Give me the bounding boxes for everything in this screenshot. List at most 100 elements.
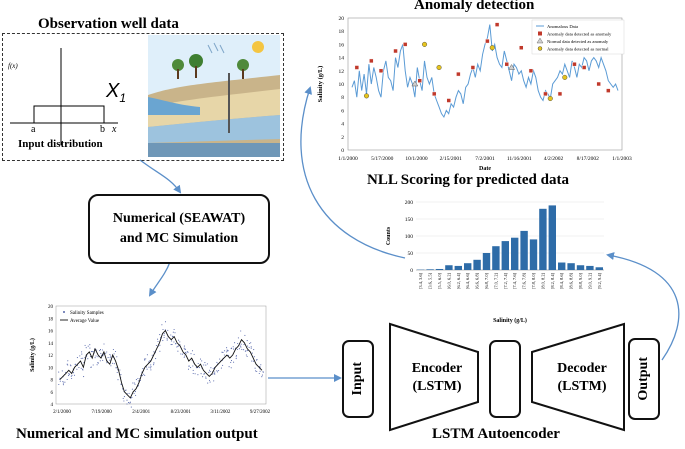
salinity-sample-point	[251, 352, 253, 354]
salinity-sample-point	[187, 368, 190, 370]
salinity-sample-point	[259, 365, 261, 368]
histogram-bar	[454, 265, 462, 270]
anomaly-detected-marker	[528, 68, 534, 74]
salinity-sample-point	[70, 365, 72, 367]
x-tick-label: [7.2, 7.4]	[503, 272, 509, 289]
salinity-sample-point	[226, 350, 229, 352]
salinity-sample-point	[243, 344, 245, 346]
salinity-sample-point	[200, 373, 202, 375]
y-tick-label: 0	[341, 148, 344, 154]
salinity-sample-point	[190, 367, 192, 369]
x-tick-label: 9/27/2002	[250, 410, 271, 415]
salinity-sample-point	[67, 360, 69, 362]
salinity-sample-point	[218, 369, 220, 372]
salinity-sample-point	[250, 347, 252, 349]
salinity-sample-point	[195, 366, 197, 368]
arrow-histogram-to-anomaly	[300, 86, 406, 259]
salinity-sample-point	[155, 344, 157, 347]
salinity-sample-point	[127, 402, 130, 404]
salinity-sample-point	[64, 381, 66, 383]
salinity-sample-point	[175, 343, 177, 345]
arrow-simulation-to-output	[148, 261, 171, 297]
histogram-bar	[426, 269, 434, 270]
salinity-sample-point	[111, 362, 114, 364]
salinity-sample-point	[190, 353, 192, 355]
salinity-sample-point	[198, 367, 200, 369]
latent-box	[489, 340, 521, 418]
salinity-sample-point	[247, 345, 249, 347]
histogram-bar	[548, 205, 556, 270]
salinity-sample-point	[66, 363, 68, 365]
encoder-trapezoid	[389, 322, 479, 432]
y-tick-label: 12	[48, 354, 54, 359]
salinity-sample-point	[226, 349, 228, 351]
salinity-sample-point	[78, 367, 80, 369]
x-tick-label: 2/4/2001	[132, 410, 150, 415]
input-label: Input	[350, 362, 365, 396]
salinity-sample-point	[216, 370, 218, 372]
simulation-box-line2: and MC Simulation	[119, 231, 239, 246]
arrow-observation-to-simulation	[139, 159, 182, 194]
salinity-sample-point	[228, 354, 230, 356]
anomaly-detected-marker	[378, 68, 384, 74]
salinity-sample-point	[95, 355, 97, 357]
salinity-sample-point	[177, 350, 179, 352]
salinity-sample-point	[241, 348, 243, 350]
salinity-sample-point	[115, 367, 117, 369]
anomaly-detected-marker	[606, 88, 611, 93]
x-tick-label: 3/11/2002	[210, 410, 231, 415]
salinity-sample-point	[244, 350, 246, 352]
y-axis-label: Salinity (g/L)	[29, 338, 36, 372]
salinity-sample-point	[206, 363, 208, 365]
x-tick-label: [8.2, 8.4]	[550, 272, 556, 289]
salinity-sample-point	[239, 345, 241, 347]
salinity-sample-point	[155, 358, 157, 360]
salinity-sample-point	[71, 377, 73, 380]
y-axis-label: Salinity (g/L)	[317, 66, 324, 103]
x-tick-label: [6.8, 7.0]	[484, 272, 490, 289]
legend-glyph-square	[538, 31, 542, 36]
salinity-sample-point	[87, 358, 89, 360]
salinity-sample-point	[153, 362, 155, 364]
salinity-sample-point	[62, 384, 64, 386]
salinity-sample-point	[122, 397, 124, 399]
salinity-sample-point	[76, 368, 78, 370]
salinity-sample-point	[100, 352, 102, 354]
salinity-sample-point	[173, 341, 175, 343]
salinity-sample-point	[150, 367, 152, 369]
histogram-bar	[567, 263, 575, 270]
salinity-sample-point	[220, 367, 222, 369]
y-tick-label: 6	[341, 108, 344, 114]
salinity-sample-point	[192, 369, 194, 371]
salinity-sample-point	[109, 354, 111, 356]
salinity-sample-point	[144, 359, 146, 361]
x-tick-label: 8/17/2002	[577, 156, 600, 162]
x-tick-label: 2/1/2000	[53, 410, 71, 415]
title-nll-scoring: NLL Scoring for predicted data	[367, 172, 569, 188]
anomaly-detected-marker	[596, 81, 601, 87]
x-tick-label: [7.8, 8.0]	[531, 272, 537, 289]
salinity-sample-point	[99, 350, 101, 352]
salinity-sample-point	[244, 334, 246, 336]
histogram-bar	[595, 267, 603, 270]
salinity-sample-point	[137, 385, 140, 387]
salinity-sample-point	[161, 324, 163, 326]
histogram-bar	[576, 265, 585, 270]
histogram-bar	[482, 253, 491, 270]
salinity-sample-point	[145, 366, 148, 368]
salinity-sample-point	[148, 361, 150, 363]
histogram-bar	[539, 208, 547, 270]
salinity-sample-point	[180, 353, 182, 355]
histogram-bar	[529, 239, 538, 270]
histogram-bar	[501, 241, 509, 270]
salinity-sample-point	[260, 364, 262, 366]
salinity-sample-point	[90, 351, 92, 353]
salinity-sample-point	[185, 352, 187, 354]
salinity-sample-point	[143, 373, 145, 375]
y-tick-label: 200	[405, 200, 414, 206]
salinity-sample-point	[159, 350, 161, 352]
salinity-sample-point	[123, 396, 125, 398]
